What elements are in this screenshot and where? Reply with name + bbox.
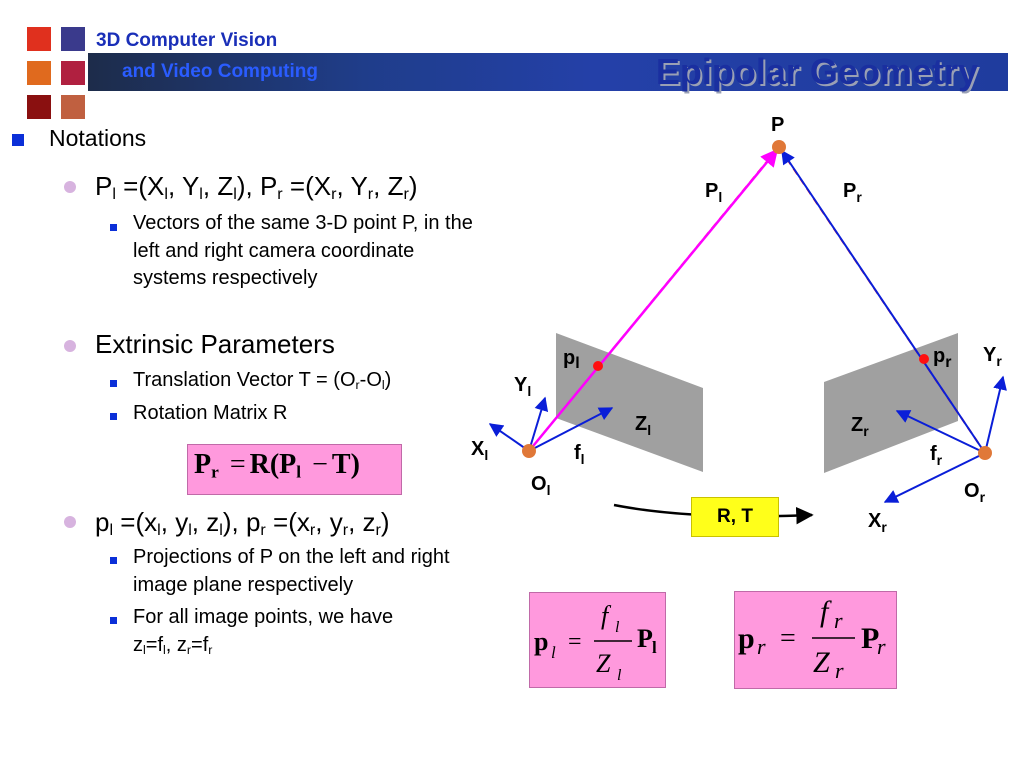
eq-left-Z-sub: l — [617, 667, 622, 684]
label-Xl: Xl — [471, 438, 488, 463]
image-point-pr — [919, 354, 929, 364]
eq-left-equals: = — [568, 629, 582, 655]
eq-left-p: p — [534, 627, 548, 656]
equation-box-right — [734, 591, 897, 689]
label-Zl: Zl — [635, 413, 651, 438]
eq-right-P-sub: r — [877, 634, 886, 659]
course-title-line1: 3D Computer Vision — [96, 30, 278, 51]
eq-right-P: P — [861, 622, 879, 655]
logo-square-3 — [27, 61, 51, 85]
bullet-small-square — [110, 224, 117, 231]
label-Or: Or — [964, 480, 986, 505]
image-point-pl — [593, 361, 603, 371]
axis-xl — [488, 423, 530, 452]
right-image-plane — [824, 333, 958, 473]
rotation-matrix: Rotation Matrix R — [133, 402, 288, 424]
axis-zr — [895, 410, 986, 454]
bullet-small-square — [110, 617, 117, 624]
eq-right-f-sub: r — [834, 608, 843, 633]
bullet-circle — [64, 340, 76, 352]
logo-square-5 — [27, 95, 51, 119]
rt-label-box: R, T — [691, 497, 779, 537]
point-P — [772, 140, 786, 154]
bullet-small-square — [110, 413, 117, 420]
axis-xr — [883, 452, 986, 503]
label-P: P — [771, 114, 784, 136]
eq-right-p-sub: r — [757, 634, 766, 659]
slide-title: Epipolar Geometry — [655, 51, 978, 92]
bullet-circle — [64, 181, 76, 193]
bullet-small-square — [110, 380, 117, 387]
axis-yr — [984, 375, 1007, 454]
equation-box-main — [187, 444, 402, 495]
eq-left-P: P — [637, 624, 653, 653]
vector-notation: Pl =(Xl, Yl, Zl), Pr =(Xr, Yr, Zr) — [95, 171, 418, 204]
label-Yr: Yr — [983, 344, 1002, 369]
label-Xr: Xr — [868, 510, 887, 535]
eq-left-f-sub: l — [615, 619, 620, 636]
image-points-statement: For all image points, we have zl=fl, zr=… — [133, 606, 394, 657]
bullet-circle — [64, 516, 76, 528]
projection-notation: pl =(xl, yl, zl), pr =(xr, yr, zr) — [95, 507, 390, 540]
header-bar — [88, 53, 1008, 91]
label-Yl: Yl — [514, 374, 531, 399]
label-pr: pr — [933, 345, 951, 371]
eq-left-f: f — [601, 601, 612, 630]
eq-right-equals: = — [780, 623, 796, 654]
axis-yl — [528, 396, 549, 452]
equation-main: Pr =R(Pl −T) — [194, 449, 360, 482]
eq-left-P-sub: l — [652, 638, 657, 657]
label-Pr: Pr — [843, 180, 862, 205]
axis-zl — [528, 407, 614, 452]
equation-box-left — [529, 592, 666, 688]
bullet-small-square — [110, 557, 117, 564]
course-title-line2: and Video Computing — [122, 61, 318, 82]
label-fl: fl — [574, 442, 585, 467]
projection-description: Projections of P on the left and right i… — [133, 546, 450, 596]
eq-right-f: f — [820, 595, 832, 628]
ray-right-blue — [781, 149, 986, 454]
logo-square-4 — [61, 61, 85, 85]
logo-square-6 — [61, 95, 85, 119]
vector-description: Vectors of the same 3-D point P, in the … — [133, 212, 473, 289]
bullet-square — [12, 134, 24, 146]
label-Pl: Pl — [705, 180, 722, 205]
eq-right-Z-sub: r — [835, 658, 844, 683]
origin-Ol — [522, 444, 536, 458]
eq-left-p-sub: l — [551, 643, 556, 662]
eq-right-p: p — [738, 622, 755, 655]
origin-Or — [978, 446, 992, 460]
extrinsic-heading: Extrinsic Parameters — [95, 329, 335, 359]
logo-square-2 — [61, 27, 85, 51]
label-fr: fr — [930, 443, 943, 468]
notations-heading: Notations — [49, 125, 147, 151]
left-image-plane — [556, 333, 703, 472]
eq-left-Z: Z — [596, 649, 611, 678]
logo-square-1 — [27, 27, 51, 51]
eq-right-Z: Z — [813, 646, 830, 679]
ray-left-magenta — [528, 148, 779, 452]
label-pl: pl — [563, 347, 580, 372]
label-Ol: Ol — [531, 473, 550, 498]
translation-vector: Translation Vector T = (Or-Ol) — [133, 369, 392, 393]
label-Zr: Zr — [851, 414, 869, 439]
